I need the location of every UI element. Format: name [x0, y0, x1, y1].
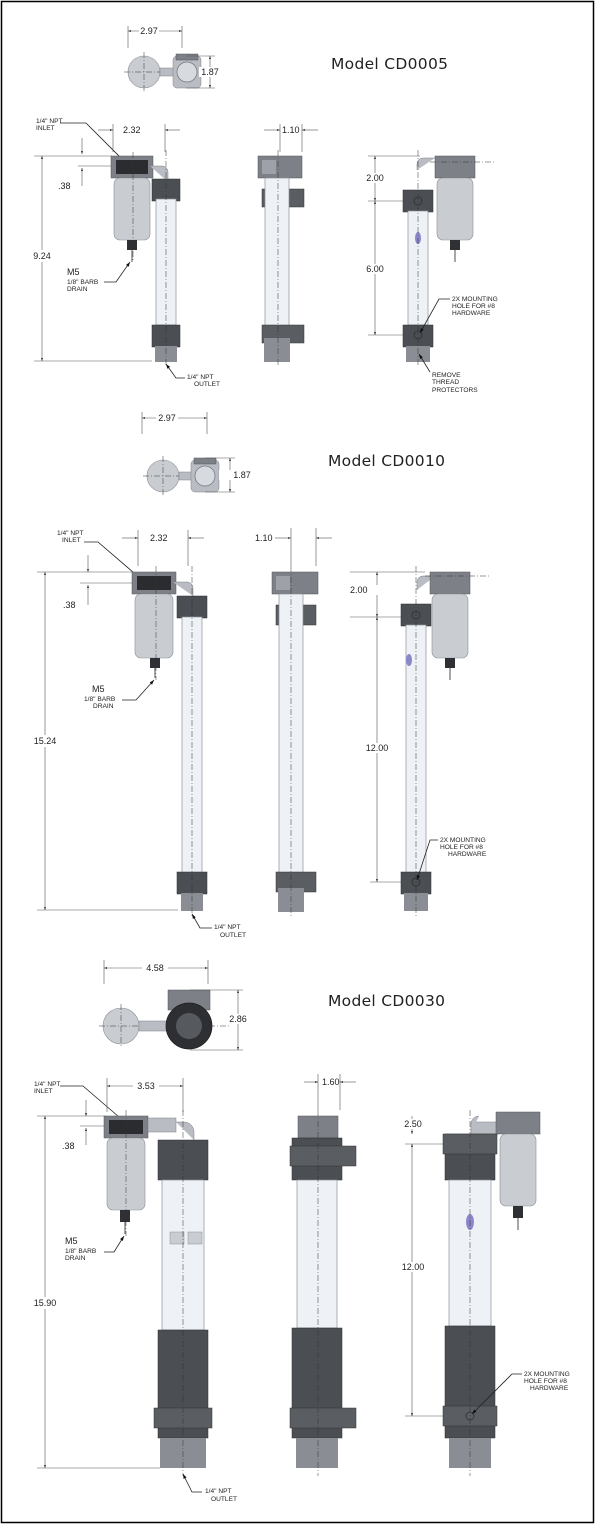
dim-top-depth: 1.87: [201, 67, 219, 77]
dim-top-width: 2.97: [140, 26, 158, 36]
outlet-label-2: OUTLET: [211, 1496, 237, 1503]
drain-label-3: DRAIN: [65, 1255, 86, 1262]
drain-label-2: 1/8" BARB: [84, 696, 116, 703]
dim-top-width: 2.97: [158, 413, 176, 423]
front-view: 1/4" NPT INLET 2.32 .38 9.24: [30, 118, 220, 388]
rear-view: 2.00 12.00 2X MOUNTING HOLE FOR #8 HARDW…: [350, 566, 490, 916]
dim-rear-spacing: 6.00: [366, 264, 384, 274]
outlet-label-1: 1/4" NPT: [187, 374, 214, 381]
dim-side-width: 1.10: [282, 125, 300, 135]
side-view: 1.60: [289, 1074, 357, 1476]
outlet-label-2: OUTLET: [220, 932, 246, 939]
drain-label-3: DRAIN: [67, 286, 88, 293]
mounting-note-3: HARDWARE: [448, 851, 487, 858]
mounting-note-2: HOLE FOR #8: [440, 844, 483, 851]
model-cd0005: Model CD0005 2.97 1.87 1/4" NPT INLET: [30, 26, 498, 394]
dim-inlet-offset: .38: [63, 600, 76, 610]
mounting-note-2: HOLE FOR #8: [524, 1378, 567, 1385]
side-view: 1.10: [257, 124, 318, 366]
outlet-label-2: OUTLET: [194, 381, 220, 388]
front-view: 1/4" NPT INLET 2.32 .38 15.24: [31, 530, 246, 939]
rear-view: 2.50 12.00 2X MOUNTING HOLE FOR #8 HARDW…: [400, 1110, 570, 1476]
rear-view: 2.00 6.00 2X MOUNTING HOLE FOR #8 HARDWA…: [364, 150, 498, 394]
front-view: 1/4" NPT INLET 3.53 .38 15.90: [31, 1078, 237, 1503]
dim-rear-top: 2.00: [350, 585, 368, 595]
mounting-note-1: 2X MOUNTING: [440, 837, 486, 844]
side-view: 1.10: [255, 528, 332, 916]
inlet-label-2: INLET: [36, 125, 55, 132]
model-cd0010: Model CD0010 2.97 1.87 1/4" NPT INLET: [31, 412, 490, 939]
mounting-note-3: HARDWARE: [530, 1385, 569, 1392]
remove-note-2: THREAD: [432, 379, 459, 386]
top-view: 4.58 2.86: [99, 960, 251, 1051]
inlet-label-1: 1/4" NPT: [34, 1081, 61, 1088]
remove-note-1: REMOVE: [432, 372, 461, 379]
dim-top-width: 4.58: [146, 963, 164, 973]
model-cd0030: Model CD0030 4.58 2.86 1/4" NPT INLET: [31, 960, 570, 1503]
drain-label-1: M5: [92, 684, 105, 694]
mounting-note-2: HOLE FOR #8: [452, 303, 495, 310]
model-title: Model CD0005: [331, 55, 448, 73]
mounting-note-3: HARDWARE: [452, 310, 491, 317]
inlet-label-2: INLET: [62, 537, 81, 544]
top-view: 2.97 1.87: [141, 412, 251, 496]
remove-note-3: PROTECTORS: [432, 387, 478, 394]
mounting-note-1: 2X MOUNTING: [452, 296, 498, 303]
dim-rear-top: 2.50: [404, 1119, 422, 1129]
dim-top-depth: 2.86: [229, 1014, 247, 1024]
inlet-label-2: INLET: [34, 1088, 53, 1095]
dim-inlet-offset: .38: [62, 1141, 75, 1151]
inlet-label-1: 1/4" NPT: [36, 118, 63, 125]
dim-front-height: 15.24: [34, 736, 57, 746]
dim-side-width: 1.60: [322, 1077, 340, 1087]
dim-side-width: 1.10: [255, 533, 273, 543]
dim-front-width: 3.53: [137, 1081, 155, 1091]
dim-front-height: 9.24: [33, 251, 51, 261]
model-title: Model CD0010: [328, 452, 445, 470]
dim-rear-spacing: 12.00: [402, 1262, 425, 1272]
drain-label-1: M5: [65, 1236, 78, 1246]
outlet-label-1: 1/4" NPT: [205, 1488, 232, 1495]
dim-rear-spacing: 12.00: [366, 743, 389, 753]
dim-inlet-offset: .38: [58, 181, 71, 191]
mounting-note-1: 2X MOUNTING: [524, 1371, 570, 1378]
drain-label-2: 1/8" BARB: [65, 1248, 97, 1255]
dim-front-width: 2.32: [123, 125, 141, 135]
dim-rear-top: 2.00: [366, 173, 384, 183]
inlet-label-1: 1/4" NPT: [57, 530, 84, 537]
drain-label-3: DRAIN: [93, 703, 114, 710]
dim-front-height: 15.90: [34, 1298, 57, 1308]
top-view: 2.97 1.87: [124, 26, 221, 92]
model-title: Model CD0030: [328, 992, 445, 1010]
drain-label-1: M5: [67, 267, 80, 277]
dim-front-width: 2.32: [150, 533, 168, 543]
dim-top-depth: 1.87: [233, 470, 251, 480]
outlet-label-1: 1/4" NPT: [214, 924, 241, 931]
drain-label-2: 1/8" BARB: [67, 279, 99, 286]
